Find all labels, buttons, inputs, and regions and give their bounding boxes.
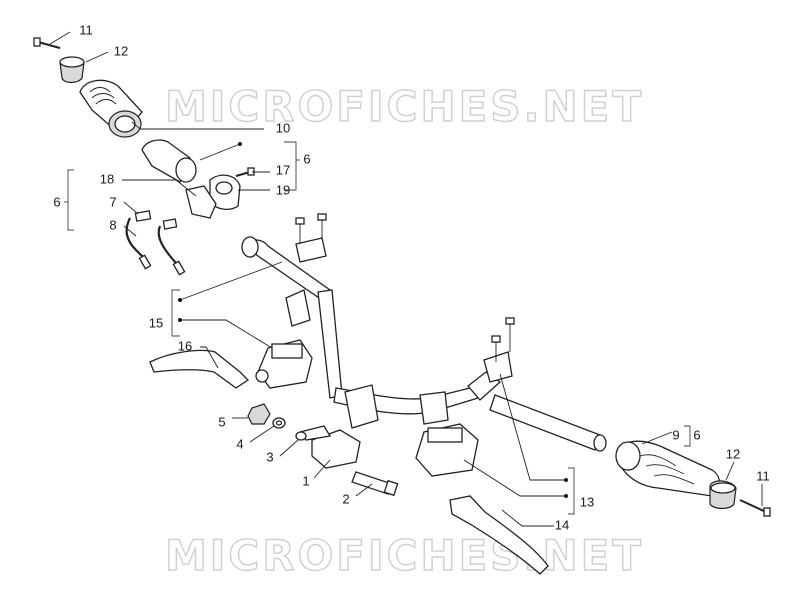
right-brake-lever [449,495,549,575]
watermark-bottom: MICROFICHES.NET [165,531,644,580]
callout-c13: 13 [580,494,594,509]
left-switch-housing [298,425,361,469]
callout-c2: 2 [342,491,349,506]
callout-c4: 4 [236,436,243,451]
screw-17 [235,167,255,177]
callout-c3: 3 [266,449,273,464]
group-brackets [64,141,691,515]
bolt-2 [351,471,399,497]
bar-end-weight-12-right [709,480,737,510]
left-brake-lever [149,349,250,389]
watermark-top: MICROFICHES.NET [165,82,644,131]
callout-c5: 5 [218,414,225,429]
callout-c16: 16 [178,338,192,353]
bolt-11-left [33,37,61,49]
callout-c10: 10 [276,120,290,135]
cable-7 [125,210,152,270]
callout-c6b: 6 [53,194,60,209]
left-grip [79,79,143,138]
callout-c12a: 12 [114,43,128,58]
callout-c11a: 11 [79,22,93,37]
right-grip [615,440,721,497]
callout-c6a: 6 [303,151,310,166]
callout-c1: 1 [302,473,309,488]
washer-4 [272,417,286,429]
callout-c18: 18 [100,171,114,186]
bar-end-weight-12-left [59,56,85,84]
callout-c6c: 6 [693,427,700,442]
callout-c17: 17 [276,162,290,177]
callout-c11b: 11 [756,468,770,483]
right-master-cylinder [415,423,479,477]
callout-c12b: 12 [726,446,740,461]
left-master-cylinder [255,339,313,389]
nut-5 [247,403,271,425]
callout-c15: 15 [149,315,163,330]
cable-8 [157,218,186,276]
callout-c7: 7 [109,194,116,209]
callout-c9: 9 [672,427,679,442]
callout-c19: 19 [276,182,290,197]
handlebar-frame [241,213,607,452]
throttle-tube-10 [141,139,197,183]
bolt-11-right [739,499,771,517]
leader-lines [49,31,763,527]
callout-c8: 8 [109,217,116,232]
callout-c14: 14 [555,517,569,532]
leader-dots [178,142,568,498]
washer-3 [295,431,307,441]
